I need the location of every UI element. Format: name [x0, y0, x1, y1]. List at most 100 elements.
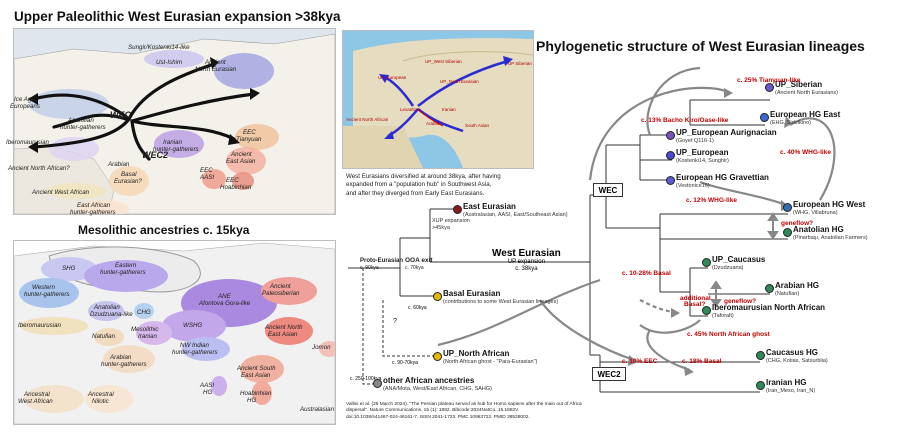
node-dot	[702, 258, 711, 267]
paleo-map-label: Hoabinhian	[220, 184, 252, 191]
meso-map-label: Eastern	[115, 262, 137, 269]
node-sub: (Iran_Meso, Iran_N)	[766, 387, 816, 394]
node-label: European HG Gravettian(Vestonice16)	[676, 173, 769, 189]
meso-map-label: hunter-gatherers	[100, 269, 146, 276]
node-dot	[453, 205, 462, 214]
meso-map-label: WSHG	[183, 322, 203, 329]
node-name: Iranian HG	[766, 378, 807, 387]
meso-map-label: HG	[203, 389, 213, 396]
meso-map-label: hunter-gatherers	[101, 361, 147, 368]
center-map-svg	[343, 38, 533, 168]
paleo-map-label: Anatolian	[68, 117, 94, 124]
west-sub: UP expansion	[507, 259, 545, 265]
meso-title: Mesolithic ancestries c. 15kya	[78, 223, 250, 237]
node-sub: (Goyet Q116-1)	[676, 137, 714, 144]
node-dot	[756, 351, 765, 360]
center-map-label: UP_North Eurasian	[440, 79, 479, 84]
wec-box: WEC	[593, 183, 623, 197]
center-map-label: Iranian	[442, 107, 456, 112]
node-label: Iberomaurusian North African(Taforalt)	[712, 303, 825, 319]
node-name: Arabian HG	[775, 281, 820, 290]
admixture-label: c. 25% Tianyuan-like	[737, 77, 801, 84]
paleo-title: Upper Paleolithic West Eurasian expansio…	[14, 9, 341, 24]
node-sub: (ANA/Mota, West/East African, CHG, SAHG)	[383, 385, 493, 392]
paleo-map-label: Ancient	[231, 151, 252, 158]
paleo-map-label: Eurasian?	[114, 178, 142, 185]
node-dot	[666, 131, 675, 140]
node-dot	[373, 379, 382, 388]
node-dot	[666, 176, 675, 185]
paleo-map-label: Europeans	[10, 103, 40, 110]
proto-label: Proto-Eurasian	[360, 258, 404, 264]
node-dot	[765, 83, 774, 92]
node-label: Arabian HG(Natufian)	[775, 281, 820, 297]
node-dot	[702, 306, 711, 315]
paleo-map-label: Tianyuan	[236, 136, 262, 143]
node-name: Anatolian HG	[793, 225, 844, 234]
node-name: UP_North African	[443, 349, 510, 358]
meso-map-label: Mesolithic	[131, 326, 159, 333]
node-label: UP_Caucasus(Dzudzuana)	[712, 255, 766, 271]
node-name: European HG Gravettian	[676, 173, 769, 182]
meso-map-label: Ancient	[270, 283, 291, 290]
wec-map-label: WEC	[110, 110, 131, 120]
admixture-label: c. 10% EEC	[622, 358, 658, 365]
node-sub: (WHG, Villabruna)	[793, 209, 838, 216]
meso-map-label: HG	[247, 397, 257, 404]
wec2-map-label: WEC2	[142, 150, 169, 160]
admixture-label: geneflow?	[724, 298, 757, 305]
meso-map-label: Anatolian	[94, 304, 120, 311]
caption-line: expanded from a "population hub" in Sout…	[346, 181, 492, 189]
meso-map-svg	[14, 242, 335, 424]
node-name: other African ancestries	[383, 376, 475, 385]
node-name: UP_European Aurignacian	[676, 128, 777, 137]
node-sub: (Natufian)	[775, 290, 800, 297]
meso-map-label: Ancestral	[24, 391, 50, 398]
meso-map-label: Arabian	[110, 354, 132, 361]
proto-kya: c. 90kya	[360, 265, 379, 272]
citation: Vallini et al. (25 March 2024). "The Per…	[346, 402, 636, 421]
paleo-map-label: hunter-gatherers	[70, 209, 116, 216]
paleo-map-label: Iranian	[163, 139, 182, 146]
node-dot	[783, 228, 792, 237]
question-mark: ?	[393, 318, 397, 325]
admixture-label: c. 13% Bacho Kiro/Oase-like	[641, 117, 729, 124]
paleo-map-label: EEC	[226, 177, 239, 184]
node-label: UP_European Aurignacian(Goyet Q116-1)	[676, 128, 777, 144]
node-name: UP_Caucasus	[712, 255, 766, 264]
node-name: European HG West	[793, 200, 866, 209]
phylo-title: Phylogenetic structure of West Eurasian …	[536, 38, 865, 54]
node-sub: (Taforalt)	[712, 312, 734, 319]
center-map	[342, 30, 534, 169]
tree-label-west: West Eurasian UP expansion c. 38kya	[492, 248, 561, 272]
caption-line: and after they diverged from Early East …	[346, 189, 485, 197]
meso-map-label: AASI	[200, 382, 215, 389]
paleo-map-label: East Asian	[226, 158, 256, 165]
meso-map-label: Ancestral	[88, 391, 114, 398]
tree-label-proto: Proto-Eurasian c. 90kya	[360, 258, 403, 271]
node-dot	[433, 292, 442, 301]
center-map-label: UP Siberian	[508, 61, 532, 66]
paleo-map-label: Ancient North African?	[8, 165, 70, 172]
center-map-label: UP_West Siberian	[425, 59, 462, 64]
admixture-label: additional	[680, 295, 711, 302]
node-name: Caucasus HG	[766, 348, 819, 357]
node-label: UP_North African(North African ghost - "…	[443, 349, 537, 365]
node-dot	[783, 203, 792, 212]
node-sub: (Ancient North Eurasians)	[775, 89, 838, 96]
wec2-box: WEC2	[592, 367, 626, 381]
paleo-map: WEC WEC2	[13, 28, 336, 215]
paleo-map-label: Ancient West African	[32, 189, 90, 196]
paleo-map-svg	[14, 33, 335, 214]
basal-kya: c. 60kya	[408, 305, 427, 311]
node-label: UP_European(Kostenki14, Sunghir)	[676, 148, 729, 164]
meso-map-label: Paleosiberian	[262, 290, 300, 297]
node-sub: (CHG, Kotias, Satsurblia)	[766, 357, 828, 364]
node-label: Basal Eurasian(contributions to some Wes…	[443, 289, 558, 305]
ooa-kya: c. 70kya	[405, 264, 424, 271]
meso-map-label: Natufian	[92, 333, 116, 340]
citation-line: dispersal". Nature Communications. 15 (1…	[346, 408, 520, 414]
node-label: UP_Siberian(Ancient North Eurasians)	[775, 80, 838, 96]
meso-map-label: East Asian	[241, 372, 271, 379]
na-kya: c. 90-70kya	[392, 360, 418, 366]
